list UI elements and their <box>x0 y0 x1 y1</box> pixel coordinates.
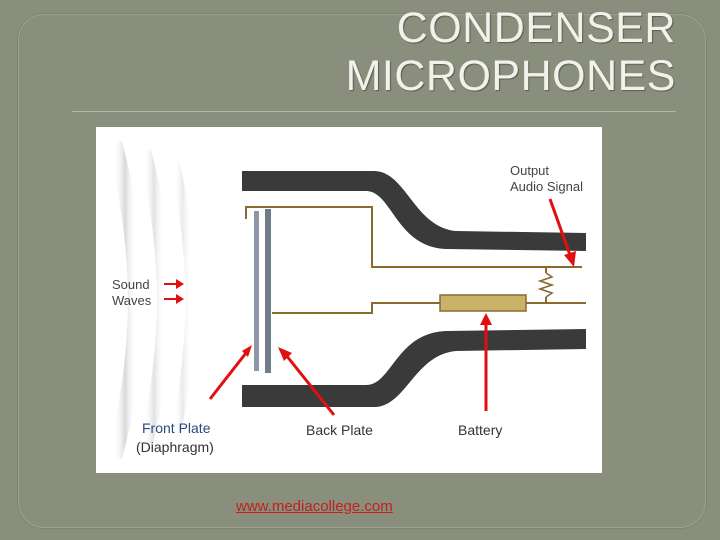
wire-bottom <box>272 302 440 314</box>
mic-body-bottom <box>242 329 586 407</box>
label-diaphragm: (Diaphragm) <box>136 439 214 455</box>
arrows <box>164 198 576 416</box>
sound-wave-3 <box>168 161 197 439</box>
front-plate <box>254 211 259 371</box>
source-link[interactable]: www.mediacollege.com <box>236 498 393 515</box>
wire-top <box>245 206 582 268</box>
label-audio-signal: Audio Signal <box>510 179 583 194</box>
title-divider <box>72 111 676 112</box>
back-plate <box>265 209 271 373</box>
sound-wave-1 <box>106 140 144 460</box>
mic-body-top <box>242 171 586 251</box>
label-waves: Waves <box>112 293 152 308</box>
slide-frame <box>18 14 706 528</box>
label-output: Output <box>510 163 550 178</box>
diagram-drawing <box>106 140 586 460</box>
battery-shape <box>439 294 527 312</box>
label-battery: Battery <box>458 422 503 438</box>
slide-title: CONDENSER MICROPHONES <box>76 4 676 100</box>
label-sound: Sound <box>112 277 150 292</box>
microphone-diagram: Output Audio Signal Sound Waves Front Pl… <box>96 127 602 473</box>
title-line-2: MICROPHONES <box>345 52 676 100</box>
resistor-zigzag <box>537 272 555 298</box>
label-front-plate: Front Plate <box>142 420 211 436</box>
label-back-plate: Back Plate <box>306 422 373 438</box>
title-line-1: CONDENSER <box>396 4 676 52</box>
